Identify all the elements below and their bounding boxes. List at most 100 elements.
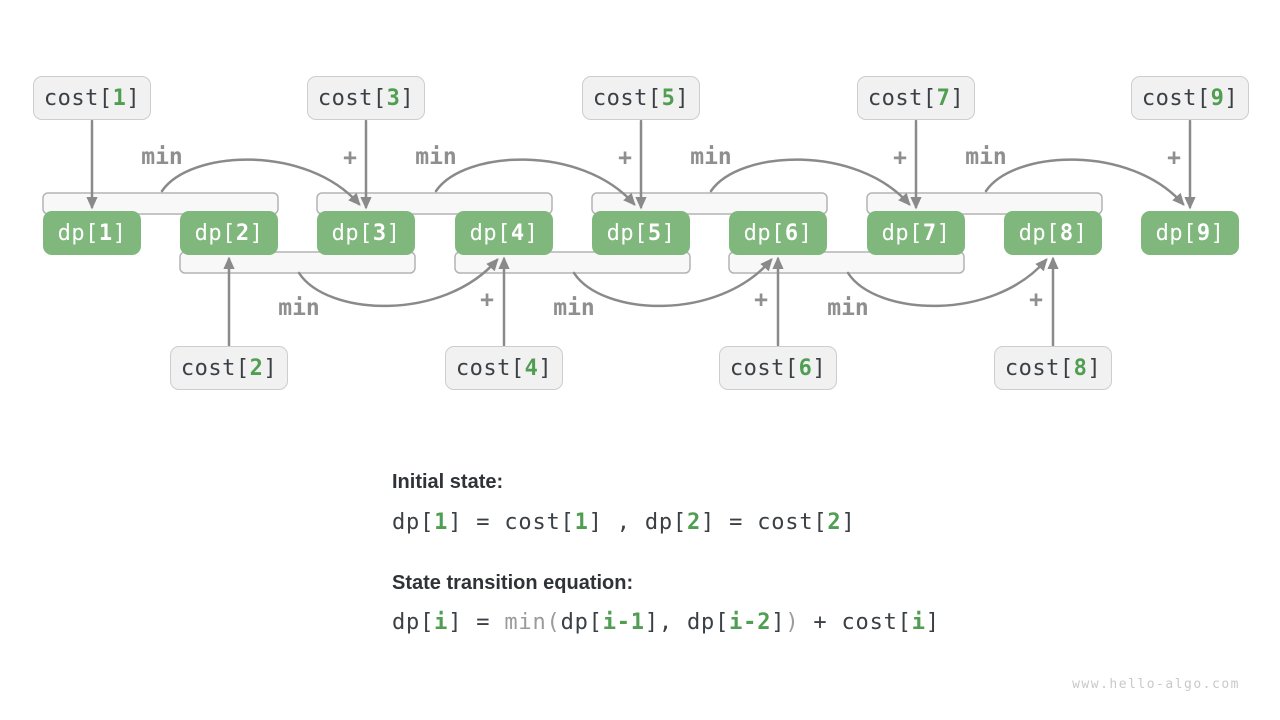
pair-bracket-top-7-8 <box>866 192 1103 215</box>
cost-box-3: cost[3] <box>307 76 425 120</box>
cost-index: 3 <box>386 85 401 111</box>
cost-label-close: ] <box>675 85 690 111</box>
equation-segment: i-1 <box>602 610 645 635</box>
dp-box-6: dp[6] <box>729 211 827 255</box>
equation-segment: dp[ <box>392 610 435 635</box>
dp-label-close: ] <box>798 220 813 246</box>
dp-label: dp[ <box>469 220 511 246</box>
cost-index: 4 <box>524 355 539 381</box>
dp-label-close: ] <box>386 220 401 246</box>
dp-label-close: ] <box>524 220 539 246</box>
pair-bracket-top-5-6 <box>591 192 828 215</box>
equation-segment: ], dp[ <box>644 610 730 635</box>
min-label-bottom-2: min <box>278 295 320 321</box>
plus-label-bottom-8: + <box>1029 287 1043 313</box>
cost-index: 2 <box>249 355 264 381</box>
equation-segment: ) <box>785 610 800 635</box>
dp-box-4: dp[4] <box>455 211 553 255</box>
initial-state-equation: dp[1] = cost[1] , dp[2] = cost[2] <box>392 510 856 535</box>
equation-segment: ] , dp[ <box>588 510 687 535</box>
pair-bracket-bottom-2-3 <box>179 251 416 274</box>
plus-label-top-3: + <box>343 145 357 171</box>
cost-label: cost[ <box>867 85 937 111</box>
dp-label-close: ] <box>936 220 951 246</box>
equation-segment: ] = cost[ <box>701 510 828 535</box>
dp-label: dp[ <box>881 220 923 246</box>
watermark: www.hello-algo.com <box>1072 677 1240 692</box>
min-label-top-5: min <box>690 144 732 170</box>
min-arc-to-dp9 <box>984 158 1185 206</box>
equation-segment: min( <box>504 610 561 635</box>
cost-box-8: cost[8] <box>994 346 1112 390</box>
equation-segment: dp[ <box>392 510 435 535</box>
equation-segment: ] = cost[ <box>448 510 575 535</box>
dp-label: dp[ <box>743 220 785 246</box>
plus-label-bottom-6: + <box>754 287 768 313</box>
cost-label-close: ] <box>812 355 827 381</box>
dp-box-5: dp[5] <box>592 211 690 255</box>
dp-label-close: ] <box>661 220 676 246</box>
min-arc-to-dp6 <box>572 258 773 308</box>
equation-segment: 1 <box>574 510 589 535</box>
dp-label-close: ] <box>1073 220 1088 246</box>
dp-index: 6 <box>784 220 799 246</box>
dp-index: 4 <box>510 220 525 246</box>
equation-segment: 2 <box>686 510 702 535</box>
state-transition-heading: State transition equation: <box>392 572 634 594</box>
min-label-top-1: min <box>141 144 183 170</box>
equation-segment: + cost[ <box>799 610 912 635</box>
cost-label-close: ] <box>950 85 965 111</box>
cost-box-6: cost[6] <box>719 346 837 390</box>
dp-index: 5 <box>647 220 662 246</box>
min-arc-to-dp7 <box>709 158 911 206</box>
cost-index: 8 <box>1073 355 1088 381</box>
cost-label: cost[ <box>592 85 662 111</box>
cost-box-7: cost[7] <box>857 76 975 120</box>
min-arc-to-dp3 <box>160 158 361 206</box>
cost-label-close: ] <box>263 355 278 381</box>
cost-label-close: ] <box>400 85 415 111</box>
plus-label-top-7: + <box>893 145 907 171</box>
cost-label: cost[ <box>1004 355 1074 381</box>
plus-label-top-5: + <box>618 145 632 171</box>
cost-label: cost[ <box>455 355 525 381</box>
cost-label: cost[ <box>317 85 387 111</box>
cost-box-1: cost[1] <box>33 76 151 120</box>
plus-label-top-9: + <box>1167 145 1181 171</box>
dp-label: dp[ <box>1018 220 1060 246</box>
dp-label: dp[ <box>331 220 373 246</box>
cost-box-9: cost[9] <box>1131 76 1249 120</box>
dp-index: 3 <box>372 220 387 246</box>
dp-label-close: ] <box>112 220 127 246</box>
dp-box-8: dp[8] <box>1004 211 1102 255</box>
dp-box-2: dp[2] <box>180 211 278 255</box>
min-arc-to-dp8 <box>846 258 1048 308</box>
cost-label-close: ] <box>126 85 141 111</box>
cost-label-close: ] <box>1087 355 1102 381</box>
dp-index: 9 <box>1196 220 1211 246</box>
cost-label: cost[ <box>729 355 799 381</box>
dp-label: dp[ <box>1155 220 1197 246</box>
dp-index: 7 <box>922 220 937 246</box>
min-label-bottom-4: min <box>553 295 595 321</box>
dp-label: dp[ <box>194 220 236 246</box>
cost-label: cost[ <box>1141 85 1211 111</box>
dp-label-close: ] <box>1210 220 1225 246</box>
min-label-top-3: min <box>415 144 457 170</box>
pair-bracket-bottom-4-5 <box>454 251 691 274</box>
min-label-top-7: min <box>965 144 1007 170</box>
cost-index: 5 <box>661 85 676 111</box>
equation-segment: dp[ <box>560 610 603 635</box>
equation-segment: 1 <box>434 510 449 535</box>
dp-box-7: dp[7] <box>867 211 965 255</box>
dp-box-1: dp[1] <box>43 211 141 255</box>
dp-box-9: dp[9] <box>1141 211 1239 255</box>
cost-index: 9 <box>1210 85 1225 111</box>
equation-segment: ] <box>925 610 940 635</box>
equation-segment: i-2 <box>729 610 772 635</box>
equation-segment: ] <box>841 510 856 535</box>
cost-box-4: cost[4] <box>445 346 563 390</box>
dp-index: 8 <box>1059 220 1074 246</box>
dp-label: dp[ <box>606 220 648 246</box>
